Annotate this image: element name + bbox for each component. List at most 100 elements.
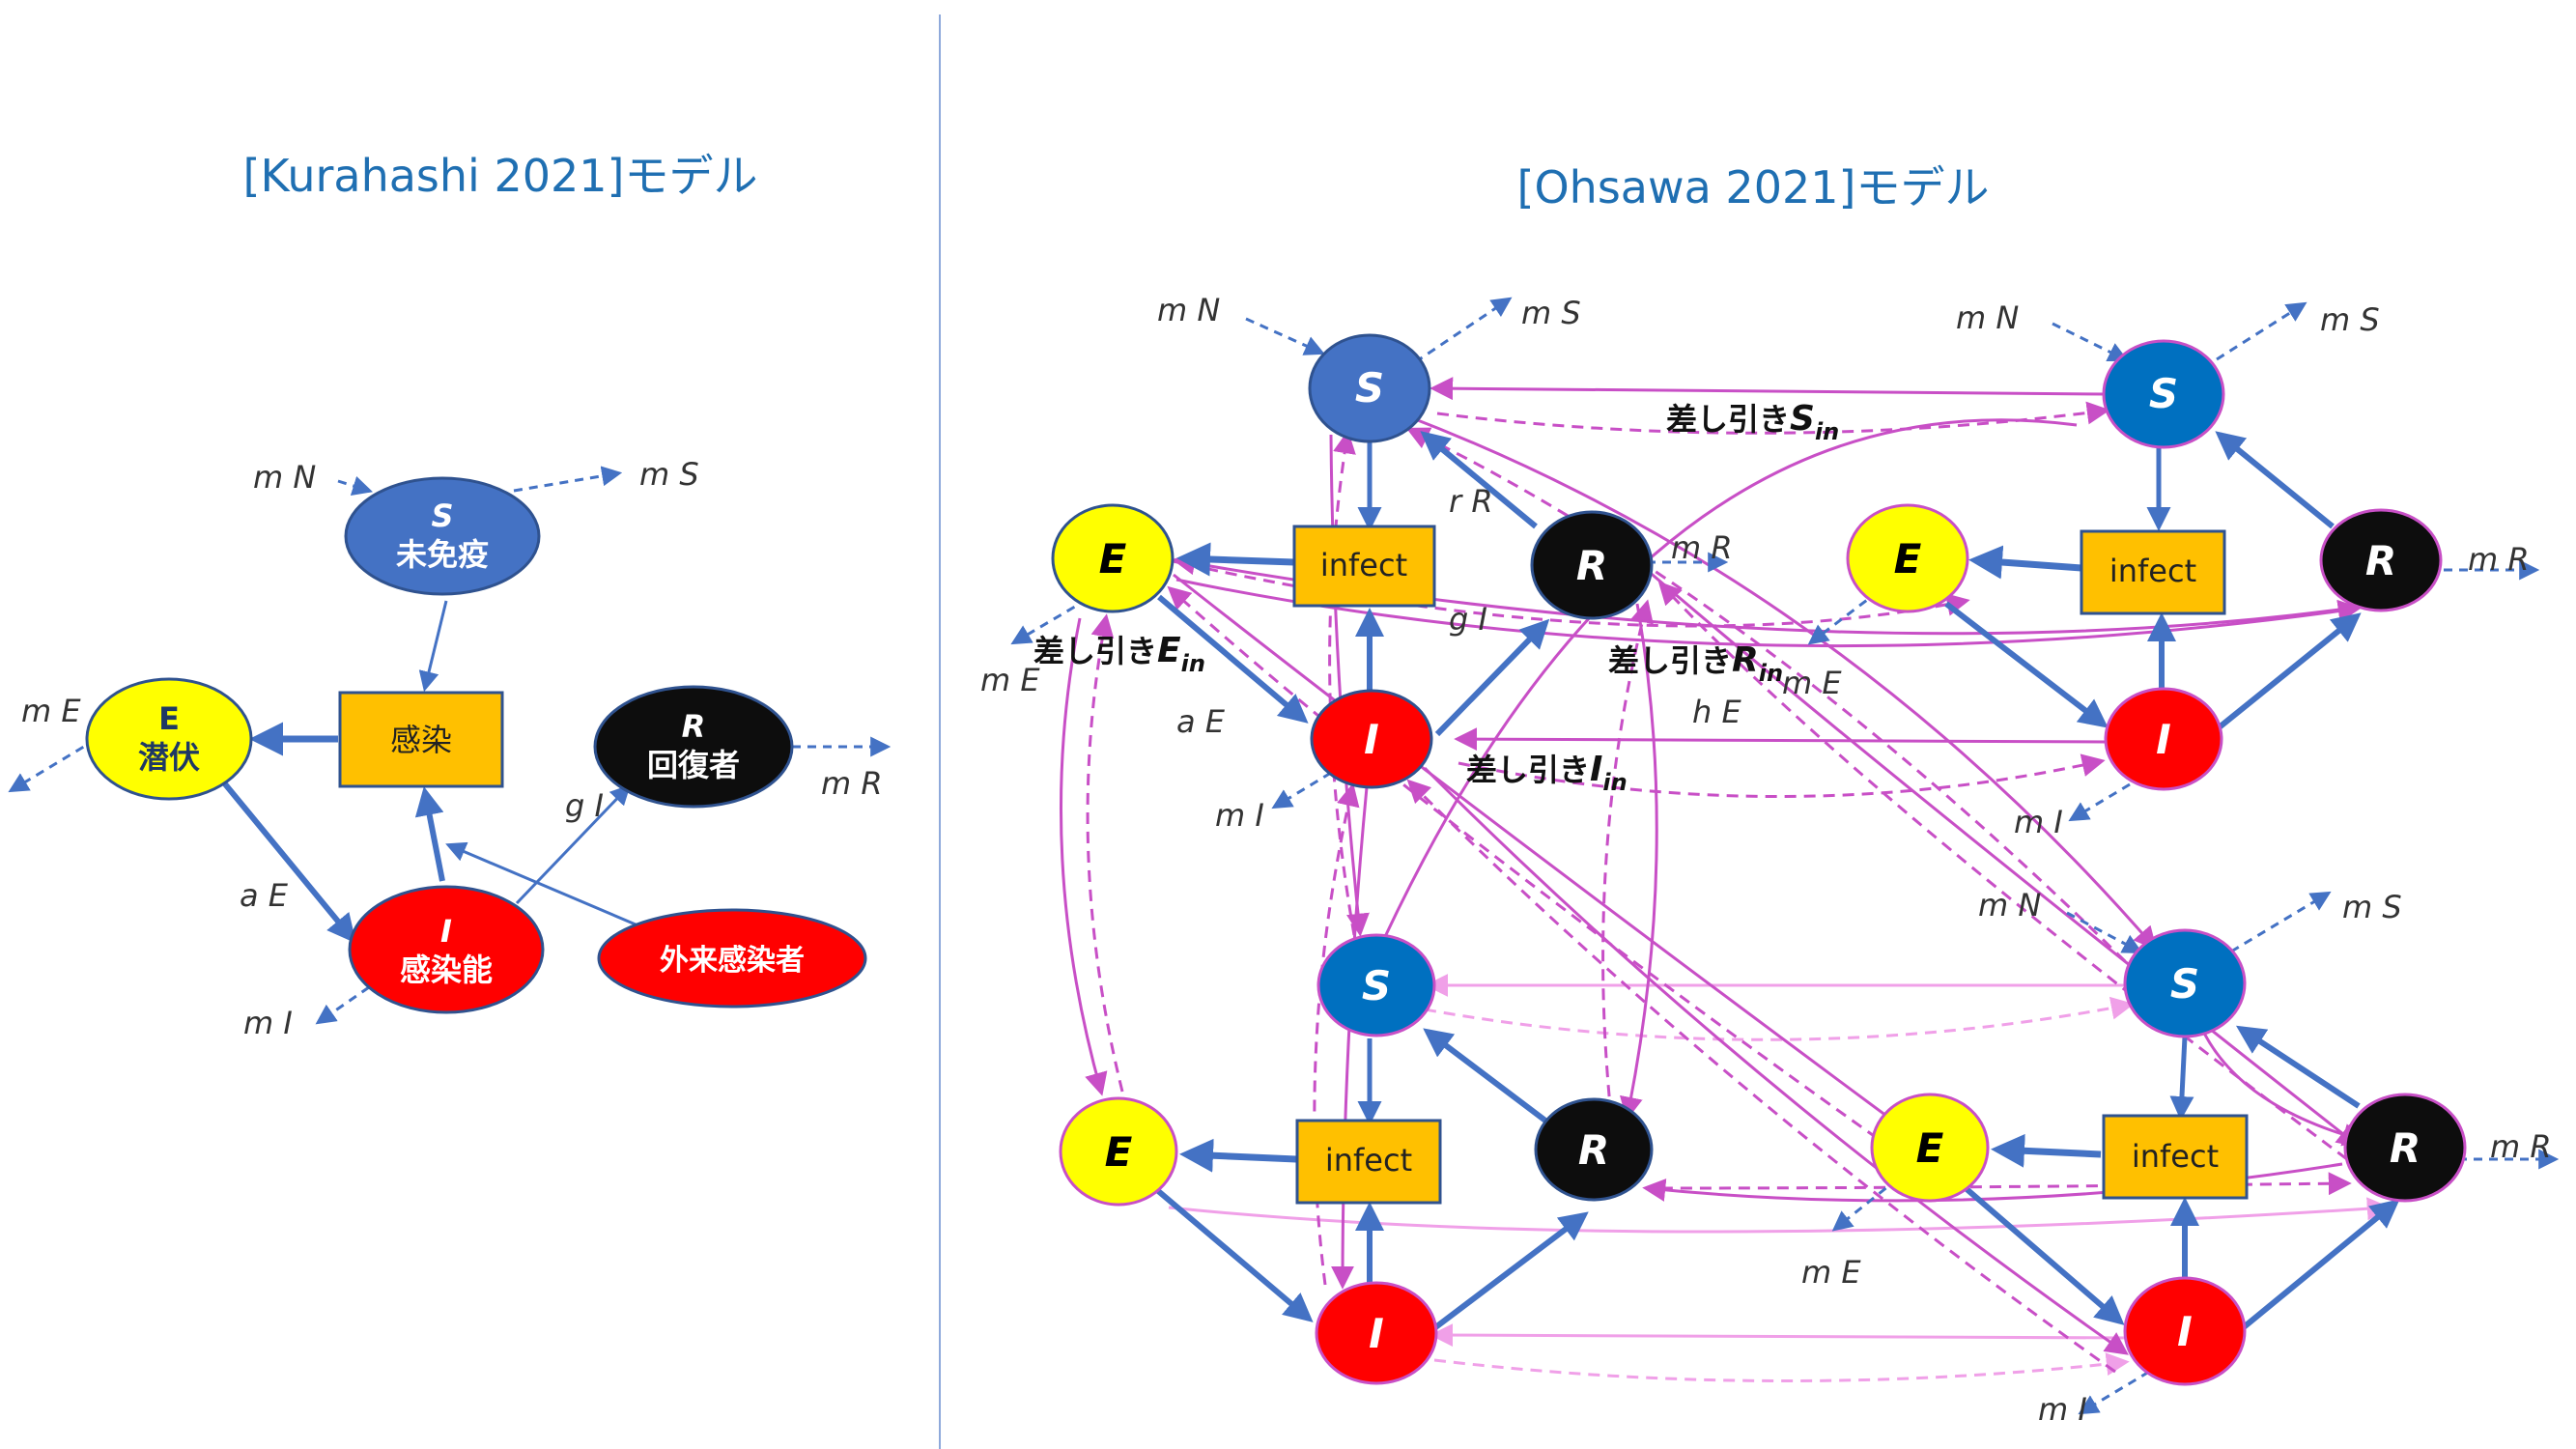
arrow-mE	[8, 737, 98, 793]
mag-S-link	[1430, 377, 2107, 401]
bl-R-symbol: R	[1578, 1126, 1609, 1174]
subtract-R-label: 差し引きRin	[1608, 640, 1783, 687]
br-I-symbol: I	[2177, 1308, 2193, 1355]
tl-E-I	[1157, 594, 1309, 724]
mag-S-vertical	[1329, 434, 1370, 937]
right-model: S E infect R I S E infect R I S	[980, 292, 2560, 1428]
left-node-E: E 潜伏	[85, 677, 253, 801]
pink-I-dashed	[1433, 1352, 2130, 1383]
tl-node-R	[1530, 510, 1654, 620]
tr-cluster: S E infect R I	[1846, 339, 2443, 791]
br-S-infect	[2169, 1036, 2194, 1121]
tr-R-S	[2215, 431, 2335, 529]
tl-node-I	[1310, 689, 1433, 789]
left-label-mN: m N	[253, 459, 316, 496]
bl-node-R	[1534, 1097, 1654, 1202]
left-S-label: 未免疫	[396, 536, 489, 573]
tl-label-aE: a E	[1176, 703, 1226, 740]
arrow-I-R	[515, 783, 631, 905]
bl-node-E	[1059, 1096, 1178, 1207]
left-E-symbol: E	[158, 700, 180, 737]
bl-E-I	[1155, 1187, 1314, 1322]
br-label-mE: m E	[1801, 1254, 1861, 1291]
tl-label-mR: m R	[1671, 529, 1733, 566]
mag-I-vertical	[1331, 786, 1369, 1290]
blue-flows	[1010, 297, 2560, 1415]
tl-label-mS: m S	[1521, 295, 1581, 331]
mag-S-cross	[1370, 418, 2078, 967]
left-external-label: 外来感染者	[660, 944, 805, 978]
left-model: S 未免疫 E 潜伏 感染 R 回復者 I 感染能 外来感染者 m N m S	[8, 456, 892, 1041]
tr-node-E	[1846, 503, 1969, 613]
mag-S-diag-dashed	[1405, 427, 2127, 963]
tl-R-S	[1420, 431, 1538, 529]
tr-infect-E	[1968, 545, 2082, 580]
tr-mI-arrow	[2068, 782, 2131, 822]
bl-S-symbol: S	[1362, 962, 1391, 1009]
tr-R-symbol: R	[2365, 537, 2396, 584]
tl-mN-arrow	[1245, 317, 1325, 355]
left-infect-label: 感染	[390, 722, 452, 758]
left-label-mI: m I	[243, 1005, 293, 1041]
bl-I-symbol: I	[1369, 1310, 1384, 1357]
br-infect-E	[1991, 1133, 2102, 1168]
br-E-I	[1964, 1185, 2125, 1325]
mag-E-diag-dashed	[1167, 585, 1894, 1151]
mag-S-vertical-dashed	[1328, 430, 1356, 936]
tl-label-mE: m E	[980, 662, 1040, 698]
mag-I-diag-dashed	[1406, 779, 2116, 1374]
tl-label-rR: r R	[1449, 483, 1493, 520]
tl-label-hE: h E	[1692, 694, 1741, 730]
tr-label-mE: m E	[1782, 665, 1842, 701]
bl-node-S	[1316, 933, 1436, 1037]
pink-E-R-link	[1168, 1197, 2391, 1234]
tr-I-symbol: I	[2156, 716, 2171, 763]
br-node-E	[1870, 1093, 1990, 1203]
tl-infect-label: infect	[1320, 547, 1407, 583]
tl-cluster: S E infect R I	[1051, 333, 1654, 789]
mag-I-vertical-dashed	[1313, 782, 1360, 1286]
tl-mI-arrow	[1271, 771, 1332, 810]
tr-label-mR: m R	[2468, 541, 2530, 578]
tr-infect-box	[2080, 529, 2226, 615]
bl-infect-label: infect	[1325, 1142, 1412, 1179]
tr-S-symbol: S	[2149, 370, 2178, 417]
br-label-mS: m S	[2342, 889, 2402, 925]
tl-I-R	[1434, 618, 1550, 737]
br-S-symbol: S	[2170, 960, 2199, 1008]
left-infect-box: 感染	[338, 691, 504, 788]
tl-node-S	[1308, 333, 1431, 443]
mag-R-diag	[1646, 568, 2361, 1148]
bl-I-R	[1432, 1211, 1589, 1331]
br-R-S	[2235, 1025, 2361, 1109]
br-mE-arrow	[1831, 1177, 1899, 1232]
br-cluster: S E infect R I	[1870, 928, 2467, 1386]
bl-R-S	[1423, 1028, 1547, 1123]
br-R-symbol: R	[2390, 1124, 2420, 1172]
mag-S-dashed	[1436, 401, 2110, 435]
tl-mS-arrow	[1414, 297, 1513, 364]
left-model-title: [Kurahashi 2021]モデル	[243, 150, 758, 202]
br-mI-arrow	[2078, 1370, 2150, 1415]
tr-node-I	[2104, 687, 2223, 791]
tl-S-symbol: S	[1355, 364, 1384, 412]
subtract-I-label: 差し引きIin	[1466, 750, 1628, 796]
bl-E-symbol: E	[1105, 1128, 1133, 1176]
mag-R-vertical-dashed	[1601, 599, 1654, 1117]
bl-node-I	[1315, 1281, 1438, 1385]
arrow-E-I	[219, 779, 356, 944]
left-node-external: 外来感染者	[597, 908, 867, 1009]
mag-E-diag	[1173, 573, 1916, 1138]
mag-E-vertical	[1060, 617, 1108, 1096]
mag-R-diag-dashed	[1657, 581, 2348, 1161]
tl-R-symbol: R	[1576, 542, 1607, 589]
br-node-R	[2343, 1093, 2467, 1203]
br-node-I	[2123, 1276, 2247, 1386]
mag-I-link	[1454, 727, 2107, 752]
left-S-symbol: S	[431, 497, 453, 534]
tl-label-mN: m N	[1157, 292, 1220, 328]
tl-node-E	[1051, 503, 1175, 613]
pink-I-link	[1430, 1323, 2131, 1348]
arrow-S-infect	[418, 600, 448, 693]
